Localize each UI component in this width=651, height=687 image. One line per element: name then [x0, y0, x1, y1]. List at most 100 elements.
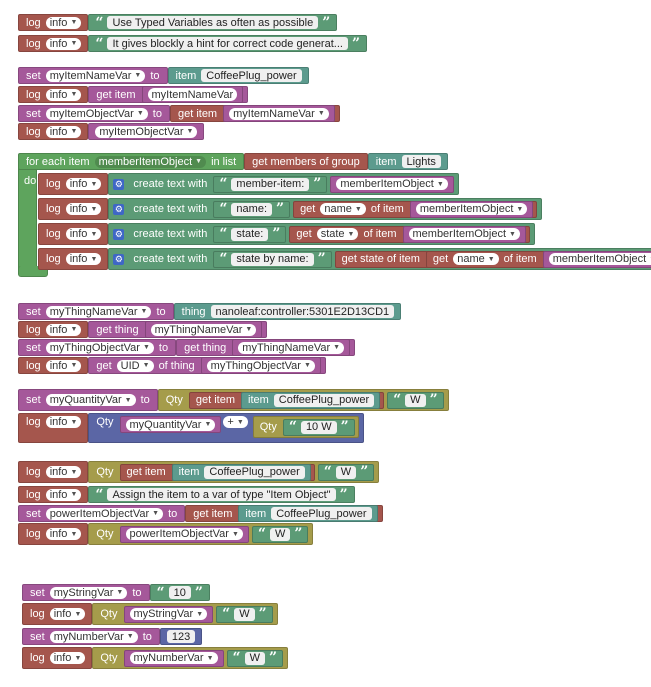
log-number-qty-block[interactable]: log info▼ Qty myNumberVar▼ “W” [22, 647, 289, 669]
group-name-value[interactable]: Lights [401, 155, 441, 168]
variable-dropdown[interactable]: myItemObjectVar▼ [45, 107, 148, 120]
set-string-block[interactable]: set myStringVar▼ to “ 10 ” [22, 584, 210, 601]
loop-log-state[interactable]: log info▼ ⚙ create text with “state:” ge… [38, 223, 535, 245]
text-value[interactable]: 10 [168, 586, 191, 599]
log-assign-block[interactable]: log info▼ “ Assign the item to a var of … [18, 486, 355, 503]
log-item-object-block[interactable]: log info▼ myItemObjectVar▼ [18, 123, 205, 140]
info-dropdown[interactable]: info▼ [45, 359, 82, 372]
operator-dropdown[interactable]: +▼ [223, 416, 248, 428]
variable-dropdown[interactable]: myStringVar▼ [129, 608, 208, 620]
thing-uid-value[interactable]: nanoleaf:controller:5301E2D13CD1 [210, 305, 395, 318]
info-dropdown[interactable]: info▼ [45, 16, 82, 29]
text-value[interactable]: state: [231, 227, 269, 241]
info-dropdown[interactable]: info▼ [45, 528, 82, 540]
log-block-hint[interactable]: log info▼ “ It gives blockly a hint for … [18, 35, 368, 52]
log-keyword: log [30, 652, 45, 664]
info-dropdown[interactable]: info▼ [65, 203, 102, 215]
variable-dropdown[interactable]: myQuantityVar▼ [125, 418, 216, 431]
attribute-dropdown[interactable]: name▼ [320, 203, 366, 215]
variable-dropdown[interactable]: myThingNameVar▼ [150, 323, 257, 336]
loop-variable-dropdown[interactable]: memberItemObject▼ [94, 155, 207, 168]
set-thing-object-block[interactable]: set myThingObjectVar▼ to get thing myThi… [18, 339, 356, 356]
loop-log-name[interactable]: log info▼ ⚙ create text with “name:” get… [38, 198, 543, 220]
item-name-value[interactable]: CoffeePlug_power [271, 507, 372, 520]
for-each-loop-body[interactable] [18, 153, 37, 276]
variable-dropdown[interactable]: memberItemObject▼ [548, 253, 651, 265]
log-block-typed[interactable]: log info▼ “ Use Typed Variables as often… [18, 14, 338, 31]
info-dropdown[interactable]: info▼ [45, 416, 82, 428]
info-dropdown[interactable]: info▼ [45, 88, 82, 101]
variable-dropdown[interactable]: myQuantityVar▼ [45, 394, 136, 406]
text-value[interactable]: It gives blockly a hint for correct code… [107, 37, 348, 50]
for-each-loop-foot [18, 266, 48, 277]
attribute-dropdown[interactable]: state▼ [316, 228, 359, 240]
info-dropdown[interactable]: info▼ [65, 178, 102, 190]
log-string-qty-block[interactable]: log info▼ Qty myStringVar▼ “W” [22, 603, 278, 625]
variable-dropdown[interactable]: myThingObjectVar▼ [45, 341, 154, 354]
text-value[interactable]: member-item: [231, 177, 310, 191]
gear-icon[interactable]: ⚙ [113, 253, 125, 265]
unit-value[interactable]: W [234, 607, 255, 621]
variable-dropdown[interactable]: powerItemObjectVar▼ [125, 528, 243, 540]
info-dropdown[interactable]: info▼ [45, 488, 82, 501]
gear-icon[interactable]: ⚙ [113, 203, 125, 215]
text-value[interactable]: Assign the item to a var of type "Item O… [107, 488, 336, 501]
for-each-header[interactable]: for each item memberItemObject▼ in list … [18, 153, 448, 170]
loop-log-state-by-name[interactable]: log info▼ ⚙ create text with “state by n… [38, 248, 651, 270]
text-value[interactable]: name: [231, 202, 272, 216]
loop-log-member-item[interactable]: log info▼ ⚙ create text with “member-ite… [38, 173, 459, 195]
variable-dropdown[interactable]: myNumberVar▼ [129, 652, 218, 664]
log-thing-name-block[interactable]: log info▼ get thing myThingNameVar▼ [18, 321, 268, 338]
set-thing-name-block[interactable]: set myThingNameVar▼ to thing nanoleaf:co… [18, 303, 402, 320]
unit-value[interactable]: W [405, 393, 426, 407]
set-power-item-block[interactable]: set powerItemObjectVar▼ to get item item… [18, 505, 383, 522]
variable-dropdown[interactable]: myItemObjectVar▼ [95, 125, 198, 138]
gear-icon[interactable]: ⚙ [113, 228, 125, 240]
variable-ref[interactable]: myItemNameVar [147, 88, 238, 101]
info-dropdown[interactable]: info▼ [45, 323, 82, 336]
info-dropdown[interactable]: info▼ [45, 466, 82, 478]
log-thing-uid-block[interactable]: log info▼ get UID▼ of thing myThingObjec… [18, 357, 326, 374]
variable-dropdown[interactable]: myItemNameVar▼ [45, 69, 146, 82]
info-dropdown[interactable]: info▼ [45, 37, 82, 50]
variable-dropdown[interactable]: myThingNameVar▼ [238, 341, 345, 354]
item-name-value[interactable]: CoffeePlug_power [201, 69, 302, 82]
variable-dropdown[interactable]: myThingNameVar▼ [45, 305, 152, 318]
variable-dropdown[interactable]: myThingObjectVar▼ [206, 359, 315, 372]
variable-dropdown[interactable]: memberItemObject▼ [336, 178, 448, 190]
quantity-value[interactable]: 10 W [300, 420, 337, 434]
set-number-block[interactable]: set myNumberVar▼ to 123 [22, 628, 203, 645]
item-name-value[interactable]: CoffeePlug_power [273, 393, 375, 407]
gear-icon[interactable]: ⚙ [113, 178, 125, 190]
set-item-object-block[interactable]: set myItemObjectVar▼ to get item myItemN… [18, 105, 340, 122]
log-power-qty-block[interactable]: log info▼ Qty powerItemObjectVar▼ “W” [18, 523, 314, 545]
variable-dropdown[interactable]: powerItemObjectVar▼ [45, 507, 164, 520]
attribute-dropdown[interactable]: name▼ [453, 253, 499, 265]
log-quantity-math-block[interactable]: log info▼ Qty myQuantityVar▼ +▼ Qty “10 … [18, 413, 364, 443]
unit-value[interactable]: W [244, 651, 265, 665]
info-dropdown[interactable]: info▼ [49, 608, 86, 620]
unit-value[interactable]: W [335, 465, 357, 479]
item-name-value[interactable]: CoffeePlug_power [204, 465, 305, 479]
variable-dropdown[interactable]: memberItemObject▼ [408, 228, 520, 240]
create-text-keyword: create text with [133, 253, 208, 265]
get-item-keyword: get item [193, 507, 233, 520]
info-dropdown[interactable]: info▼ [65, 228, 102, 240]
attribute-dropdown[interactable]: UID▼ [116, 359, 154, 372]
info-dropdown[interactable]: info▼ [49, 652, 86, 664]
variable-dropdown[interactable]: myItemNameVar▼ [229, 107, 329, 120]
info-dropdown[interactable]: info▼ [65, 253, 102, 265]
set-item-name-block[interactable]: set myItemNameVar▼ to item CoffeePlug_po… [18, 67, 309, 84]
create-text-keyword: create text with [133, 178, 208, 190]
info-dropdown[interactable]: info▼ [45, 125, 82, 138]
variable-dropdown[interactable]: memberItemObject▼ [415, 203, 528, 215]
variable-dropdown[interactable]: myNumberVar▼ [49, 630, 138, 643]
number-value[interactable]: 123 [166, 630, 196, 643]
variable-dropdown[interactable]: myStringVar▼ [49, 586, 128, 599]
unit-value[interactable]: W [269, 527, 291, 541]
text-value[interactable]: Use Typed Variables as often as possible [107, 16, 319, 29]
log-item-name-block[interactable]: log info▼ get item myItemNameVar [18, 86, 249, 103]
text-value[interactable]: state by name: [231, 252, 314, 266]
